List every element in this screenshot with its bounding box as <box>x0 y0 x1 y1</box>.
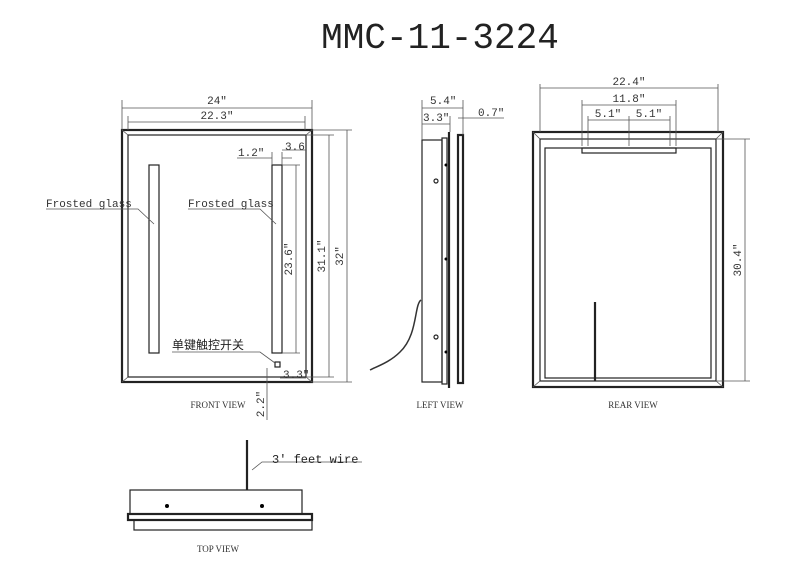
front-view-label: FRONT VIEW <box>191 400 246 410</box>
dim-height-outer: 32" <box>335 246 347 266</box>
dim-switch-bottom: 2.2" <box>256 391 268 417</box>
label-wire: 3' feet wire <box>272 453 358 467</box>
dim-spacing-right: 5.1" <box>636 109 662 121</box>
title: MMC-11-3224 <box>321 18 559 59</box>
touch-switch <box>274 361 281 368</box>
dim-spacing-left: 5.1" <box>595 109 621 121</box>
top-view: 3' feet wire TOP VIEW <box>126 440 362 554</box>
label-frosted-right: Frosted glass <box>188 199 274 211</box>
frosted-bar-left <box>148 164 160 354</box>
hanging-bracket <box>581 147 677 154</box>
dim-switch-side: 3.3" <box>283 370 309 382</box>
dim-bar-height: 23.6" <box>284 242 296 275</box>
dim-depth-total: 5.4" <box>430 96 456 108</box>
left-view: 5.4" 3.3" 0.7" LEFT VIEW <box>369 96 504 410</box>
power-wire <box>369 299 422 371</box>
top-view-label: TOP VIEW <box>197 544 240 554</box>
dim-bar-width: 1.2" <box>238 148 264 160</box>
dim-glass: 0.7" <box>478 108 504 120</box>
rear-view-label: REAR VIEW <box>608 400 658 410</box>
front-view: 24" 22.3" 31.1" 32" 23.6" 1.2" 3.6 Frost… <box>46 96 352 420</box>
dim-bar-offset: 3.6 <box>285 142 305 154</box>
label-touch-switch: 单键触控开关 <box>172 338 244 352</box>
dim-height-inner: 31.1" <box>317 239 329 272</box>
frosted-bar-right <box>271 164 283 354</box>
dim-width-inner: 22.3" <box>200 111 233 123</box>
rear-view: 22.4" 11.8" 5.1" 5.1" 30.4" REAR VIEW <box>531 77 750 410</box>
dim-rear-width: 22.4" <box>612 77 645 89</box>
dim-rear-height: 30.4" <box>733 243 745 276</box>
dim-width-outer: 24" <box>207 96 227 108</box>
label-frosted-left: Frosted glass <box>46 199 132 211</box>
left-view-label: LEFT VIEW <box>417 400 464 410</box>
dim-depth-body: 3.3" <box>423 113 449 125</box>
dim-bracket: 11.8" <box>612 94 645 106</box>
